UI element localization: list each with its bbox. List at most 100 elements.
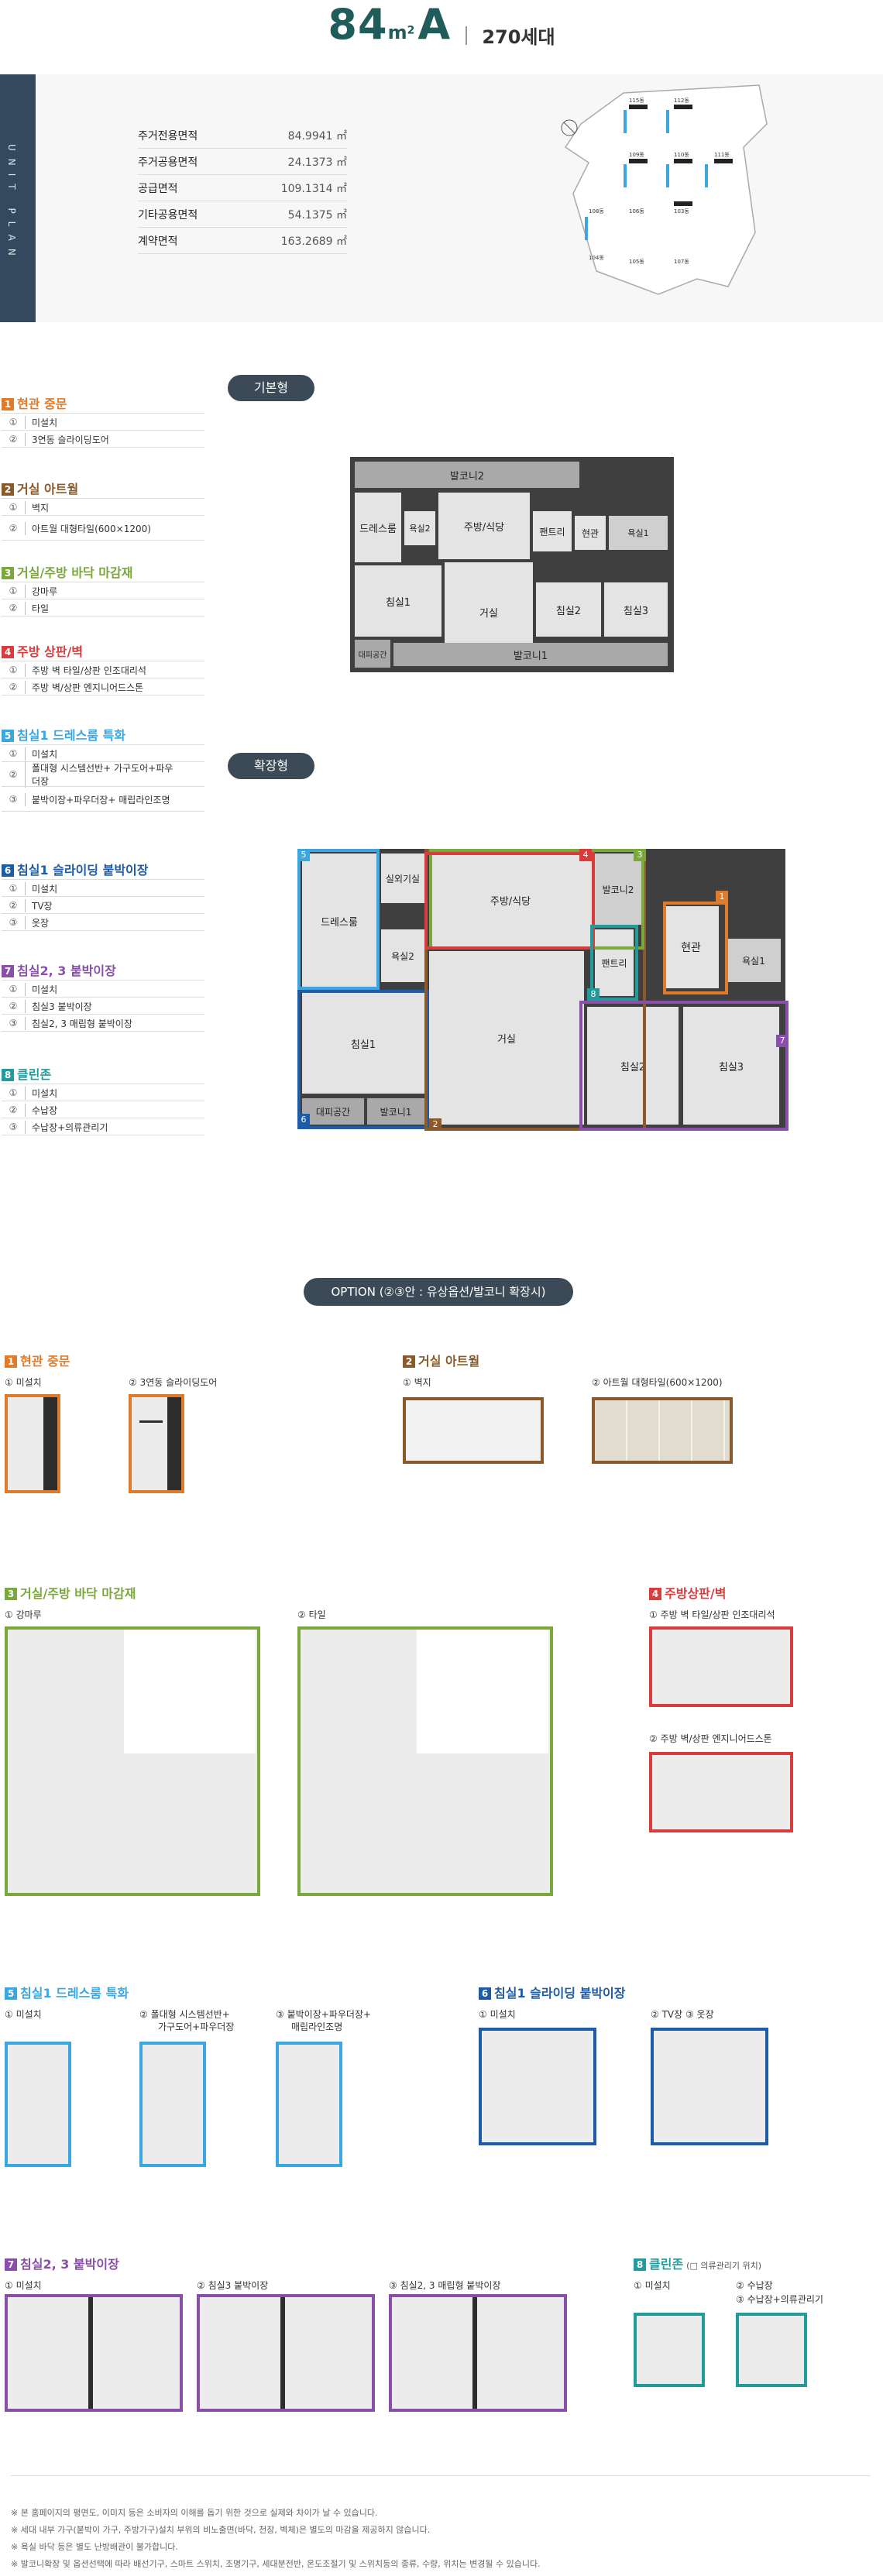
row-divider	[2, 930, 204, 931]
unit-m: m	[387, 22, 407, 43]
room: 침실2	[536, 582, 601, 637]
room: 침실3	[683, 1007, 779, 1125]
opt5-thumb	[5, 2042, 71, 2167]
unit-sup: 2	[407, 24, 415, 37]
keymap-label: 105동	[629, 259, 644, 265]
keymap-label: 112동	[674, 98, 689, 104]
site-key-map: 115동 112동 109동 110동 111동 108동 106동 103동 …	[561, 84, 768, 295]
opt6-thumb	[651, 2028, 768, 2145]
row-divider	[2, 879, 204, 880]
area-value: 109.1314 ㎡	[280, 182, 347, 195]
row-divider	[2, 413, 204, 414]
room: 드레스룸	[355, 493, 401, 562]
compass-icon	[561, 119, 578, 136]
row-divider	[2, 786, 204, 787]
opt7-thumb	[5, 2294, 183, 2412]
area-label: 주거공용면적	[138, 156, 198, 169]
opt1-thumb	[5, 1394, 60, 1493]
room: 욕실2	[381, 929, 424, 982]
opt7-label: ③ 침실2, 3 매립형 붙박이장	[389, 2280, 501, 2291]
opt5-thumb	[276, 2042, 342, 2167]
opt4-label: ② 주방 벽/상판 엔지니어드스톤	[649, 1733, 772, 1744]
household-count: 270세대	[482, 26, 555, 48]
opt7-label: ② 침실3 붙박이장	[197, 2280, 269, 2291]
row-divider	[2, 811, 204, 812]
row-divider	[2, 540, 204, 541]
area-label: 공급면적	[138, 182, 178, 195]
keymap-label: 108동	[589, 208, 604, 215]
note: ※ 욕실 바닥 등은 별도 난방배관이 불가합니다.	[11, 2542, 178, 2552]
row-divider	[2, 695, 204, 696]
room: 침실3	[604, 582, 668, 637]
opt1-label: ② 3연동 슬라이딩도어	[129, 1377, 218, 1388]
row-divider	[2, 616, 204, 617]
tag-6: 6	[297, 1114, 310, 1126]
opt2-thumb	[403, 1397, 544, 1464]
room: 침실1	[355, 565, 442, 637]
keymap-label: 104동	[589, 255, 604, 261]
opt8-thumb	[736, 2313, 807, 2387]
opt6-label: ② TV장 ③ 옷장	[651, 2009, 714, 2020]
row-divider	[2, 997, 204, 998]
opt3-label: ① 강마루	[5, 1609, 42, 1620]
opt3-thumb	[5, 1626, 260, 1896]
keymap-label: 106동	[629, 208, 644, 215]
opt3-label: ② 타일	[297, 1609, 326, 1620]
room: 침실1	[302, 993, 424, 1094]
opt8-label: ③ 수납장+의류관리기	[736, 2294, 823, 2305]
pill-basic: 기본형	[228, 375, 314, 401]
tag-7: 7	[776, 1035, 789, 1047]
room: 현관	[663, 906, 719, 988]
pill-option: OPTION (②③안 : 유상옵션/발코니 확장시)	[304, 1278, 573, 1306]
page-header: 84m2A 270세대	[0, 0, 883, 49]
opt7-thumb	[197, 2294, 375, 2412]
unit-plan-label: UNIT PLAN	[6, 144, 17, 263]
room: 현관	[575, 516, 606, 550]
opt5-label: ③ 붙박이장+파우더장+	[276, 2009, 372, 2020]
room: 발코니1	[367, 1098, 424, 1125]
opt5-label: ② 폴대형 시스템선반+	[139, 2009, 230, 2020]
row-divider	[2, 913, 204, 914]
area-value: 163.2689 ㎡	[280, 235, 347, 248]
opt5-label: 가구도어+파우더장	[158, 2021, 235, 2032]
area-value: 54.1375 ㎡	[287, 208, 347, 222]
note: ※ 세대 내부 가구(붙박이 가구, 주방가구)설치 부위의 비노출면(바닥, …	[11, 2525, 431, 2535]
row-divider	[2, 447, 204, 448]
room: 주방/식당	[438, 493, 530, 559]
tag-3: 3	[634, 849, 646, 861]
tag-1: 1	[716, 891, 728, 903]
room: 발코니2	[355, 462, 579, 488]
unit-size: 84	[328, 0, 388, 49]
opt5-label: ① 미설치	[5, 2009, 42, 2020]
opt8-label: ② 수납장	[736, 2280, 773, 2291]
